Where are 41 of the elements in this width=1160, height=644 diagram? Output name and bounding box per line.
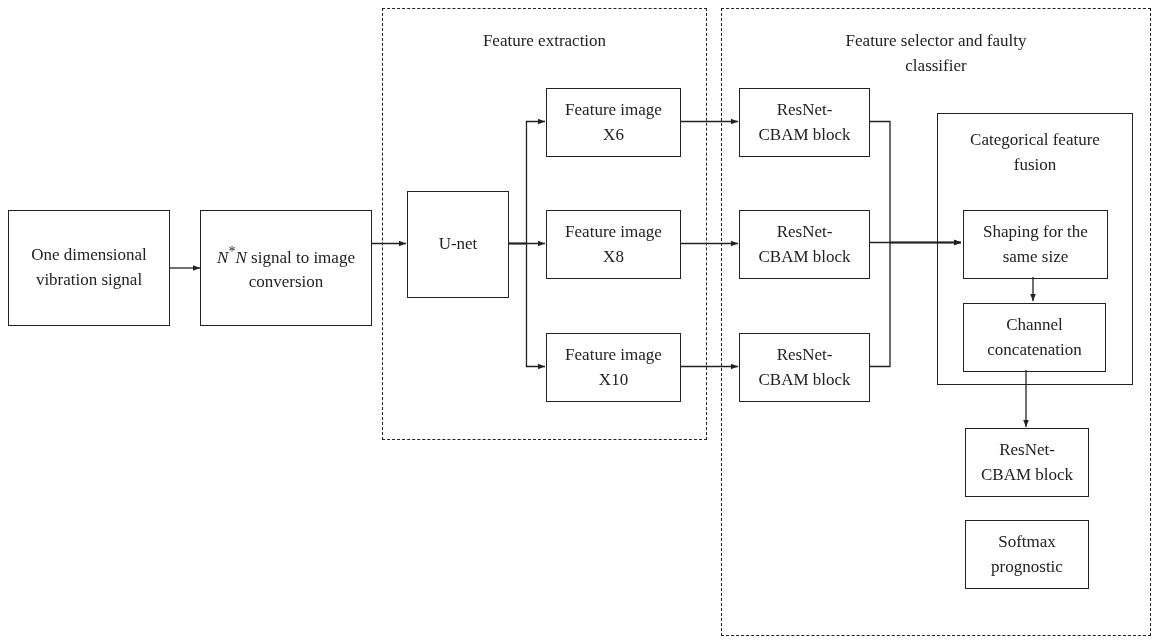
region-title: Feature selector and faulty classifier [844, 30, 1028, 77]
box-label: Shaping for the same size [982, 220, 1089, 268]
arrow [507, 242, 546, 370]
process-box [963, 303, 1106, 372]
arrow [679, 240, 739, 247]
process-box [963, 210, 1108, 279]
box-label: ResNet- CBAM block [979, 438, 1075, 486]
process-box [965, 520, 1089, 589]
arrow [1030, 276, 1036, 302]
process-box [965, 428, 1089, 497]
arrow [679, 118, 739, 125]
arrow [679, 363, 739, 370]
arrow [1023, 369, 1029, 428]
box-label: U-net [438, 233, 478, 256]
box-label: ResNet- CBAM block [757, 220, 852, 268]
process-box [739, 210, 870, 279]
dashed-region [382, 8, 707, 440]
group-box [937, 113, 1133, 385]
box-label: ResNet- CBAM block [757, 98, 852, 146]
box-label: Feature image X10 [564, 343, 663, 391]
box-label: ResNet- CBAM block [757, 343, 852, 391]
dashed-region [721, 8, 1151, 636]
process-box [200, 210, 372, 326]
box-label: Feature image X8 [564, 220, 663, 268]
process-box [739, 333, 870, 402]
arrow [169, 265, 201, 271]
process-box [546, 210, 681, 279]
process-box [407, 191, 509, 298]
box-label: Softmax prognostic [990, 530, 1064, 578]
box-label: One dimensional vibration signal [30, 244, 148, 291]
arrow [371, 240, 407, 247]
arrow [868, 239, 962, 368]
box-label: N$^{*}$N signal to image conversion [216, 242, 356, 294]
box-label: Feature image X6 [564, 98, 663, 146]
region-title: Categorical feature fusion [969, 129, 1101, 176]
process-box [546, 333, 681, 402]
process-box [739, 88, 870, 157]
region-title: Feature extraction [482, 30, 607, 52]
process-box [8, 210, 170, 326]
process-box [546, 88, 681, 157]
box-label: Channel concatenation [986, 313, 1083, 361]
